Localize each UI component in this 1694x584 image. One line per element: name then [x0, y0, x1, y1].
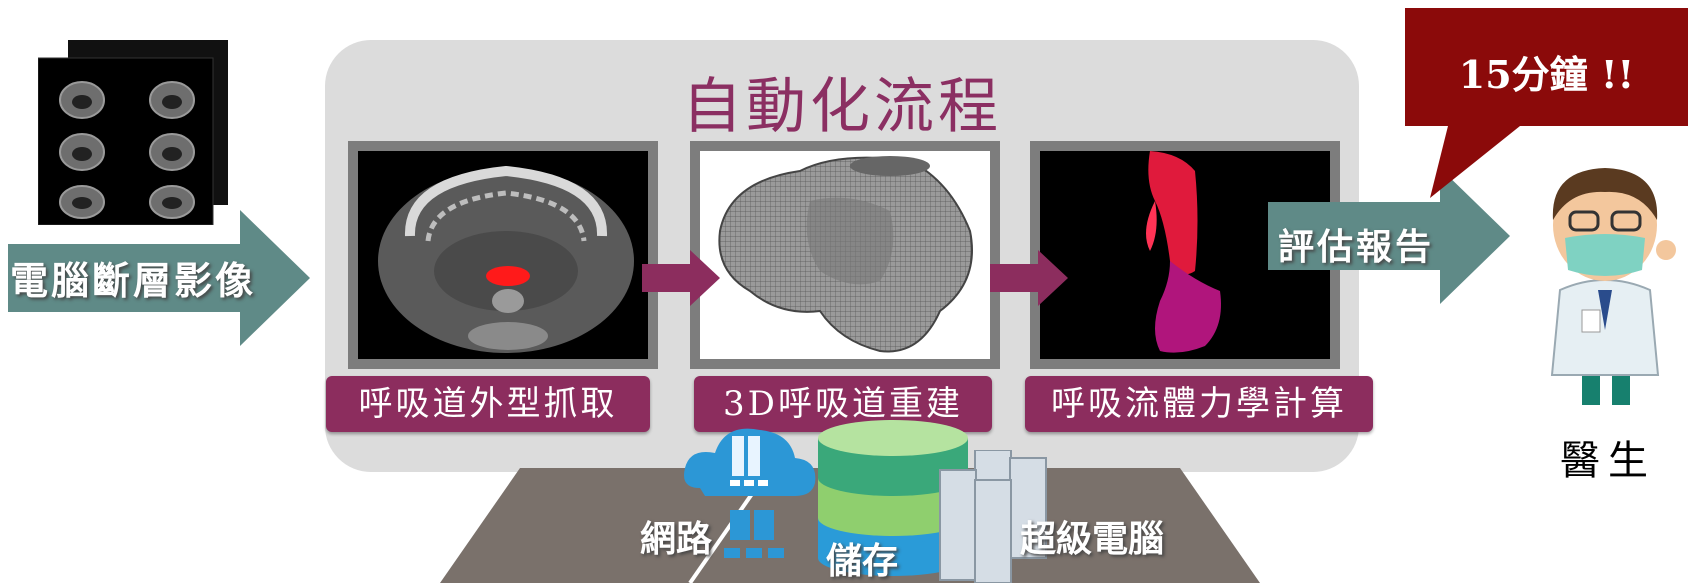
- network-label: 網路: [640, 519, 713, 560]
- network-server-icon: [722, 510, 792, 566]
- input-label: 電腦斷層影像: [10, 259, 257, 303]
- connector-arrow-1: [642, 250, 720, 306]
- supercomputer-icon: [920, 450, 1070, 583]
- step1-label: 呼吸道外型抓取: [326, 376, 650, 432]
- input-arrow: [8, 210, 310, 346]
- step1-image-frame: [348, 141, 658, 369]
- process-title: 自動化流程: [682, 72, 1002, 142]
- cloud-icon: [680, 418, 820, 508]
- callout-text: 15分鐘 !!: [1458, 52, 1635, 97]
- supercomputer-label: 超級電腦: [1020, 519, 1165, 560]
- step2-image-frame: [690, 141, 1000, 369]
- connector-arrow-2: [990, 250, 1068, 306]
- step2-label: 3D呼吸道重建: [694, 376, 992, 432]
- ct-image-stack: [38, 40, 248, 225]
- callout-bubble: [1400, 8, 1692, 198]
- storage-label: 儲存: [826, 541, 899, 582]
- step3-label: 呼吸流體力學計算: [1025, 376, 1373, 432]
- doctor-figure: [1520, 150, 1690, 410]
- doctor-label: 醫生: [1560, 438, 1656, 484]
- output-arrow: [1268, 168, 1510, 304]
- output-label: 評估報告: [1278, 227, 1435, 268]
